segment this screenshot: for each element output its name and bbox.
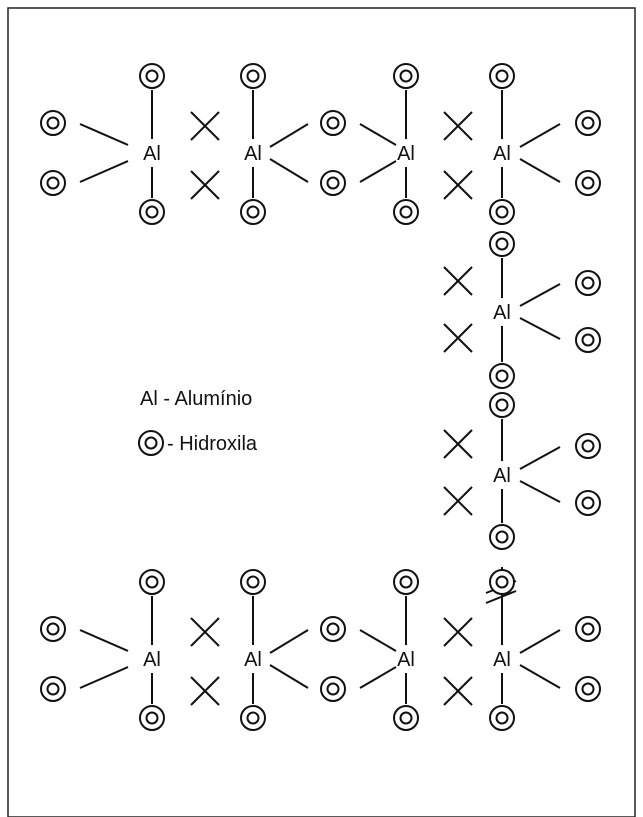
hydroxyl-icon [489,569,515,595]
hydroxyl-icon [575,616,601,642]
cross-mark [190,617,220,647]
legend-hydroxyl-icon [138,430,164,456]
hydroxyl-icon [40,170,66,196]
hydroxyl-icon [139,199,165,225]
bond-line [269,664,309,689]
cross-mark [190,170,220,200]
hydroxyl-icon [489,231,515,257]
hydroxyl-icon [139,63,165,89]
hydroxyl-icon [489,199,515,225]
aluminum-label: Al [493,465,511,487]
bond-line [269,629,309,654]
bond-line [519,629,561,654]
hydroxyl-icon [489,524,515,550]
aluminum-label: Al [493,302,511,324]
hydroxyl-icon [575,270,601,296]
hydroxyl-icon [40,616,66,642]
legend-hydroxyl: - Hidroxila [167,433,258,455]
bond-line [359,666,397,689]
hydroxyl-icon [40,676,66,702]
hydroxyl-icon [393,199,419,225]
hydroxyl-icon [240,199,266,225]
hydroxyl-icon [489,392,515,418]
cross-mark [443,617,473,647]
hydroxyl-icon [240,569,266,595]
bond-line [519,123,561,148]
cross-mark [190,676,220,706]
hydroxyl-icon [393,705,419,731]
aluminum-label: Al [493,649,511,671]
hydroxyl-icon [320,110,346,136]
cross-mark [443,429,473,459]
hydroxyl-icon [240,705,266,731]
legend-aluminum: Al - Alumínio [140,388,252,410]
hydroxyl-icon [320,616,346,642]
aluminum-label: Al [143,649,161,671]
bond-line [79,666,129,689]
hydroxyl-icon [575,490,601,516]
cross-mark [190,111,220,141]
bond-line [519,664,561,689]
hydroxyl-icon [393,569,419,595]
hydroxyl-icon [575,110,601,136]
bond-line [519,283,561,307]
cross-mark [443,111,473,141]
aluminum-label: Al [397,649,415,671]
cross-mark [443,170,473,200]
bond-line [359,123,397,146]
aluminum-label: Al [493,143,511,165]
hydroxyl-icon [575,676,601,702]
hydroxyl-icon [575,433,601,459]
bond-line [79,123,129,146]
bond-line [269,158,309,183]
hydroxyl-icon [575,327,601,353]
frame [7,7,636,817]
aluminum-label: Al [143,143,161,165]
hydroxyl-icon [393,63,419,89]
cross-mark [443,323,473,353]
bond-line [519,480,561,503]
hydroxyl-icon [489,63,515,89]
cross-mark [443,486,473,516]
hydroxyl-icon [240,63,266,89]
hydroxyl-icon [489,705,515,731]
hydroxyl-icon [320,676,346,702]
bond-line [519,317,561,340]
aluminum-label: Al [397,143,415,165]
bond-line [359,629,397,652]
bond-line [79,160,129,183]
cross-mark [443,266,473,296]
aluminum-label: Al [244,143,262,165]
aluminum-label: Al [244,649,262,671]
bond-line [519,158,561,183]
hydroxyl-icon [139,705,165,731]
bond-line [519,446,561,470]
bond-line [79,629,129,652]
hydroxyl-icon [139,569,165,595]
bond-line [359,160,397,183]
hydroxyl-icon [320,170,346,196]
hydroxyl-icon [40,110,66,136]
hydroxyl-icon [489,363,515,389]
hydroxyl-icon [575,170,601,196]
bond-line [269,123,309,148]
cross-mark [443,676,473,706]
